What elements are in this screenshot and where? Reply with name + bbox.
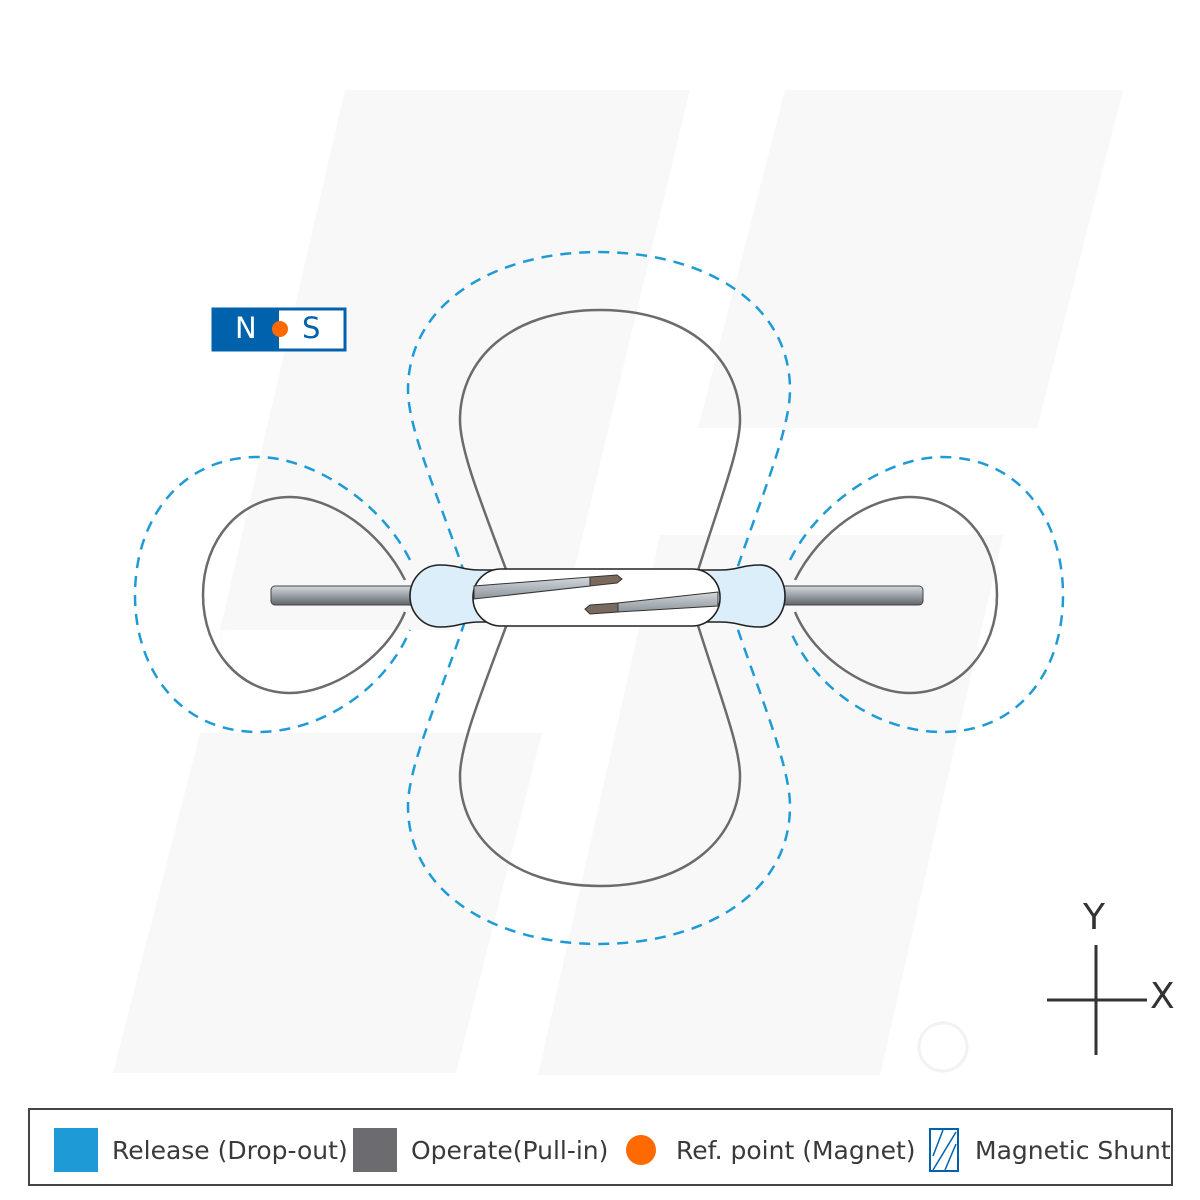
release-lobe-right xyxy=(788,455,1065,734)
legend-label: Release (Drop-out) xyxy=(112,1135,348,1165)
watermark-logo xyxy=(113,90,1123,1075)
ref-point-swatch xyxy=(626,1135,656,1165)
reed-switch xyxy=(270,564,924,628)
magnet-south-label: S xyxy=(302,311,321,345)
legend-label: Operate(Pull-in) xyxy=(411,1135,609,1165)
release-lobe-left xyxy=(133,455,412,734)
operate-lobe-right xyxy=(793,495,999,695)
x-axis-label: X xyxy=(1150,976,1175,1017)
legend-label: Ref. point (Magnet) xyxy=(676,1135,916,1165)
lead-right xyxy=(779,585,924,606)
operate-swatch xyxy=(353,1128,397,1172)
magnet-north-label: N xyxy=(235,311,257,345)
lead-left xyxy=(270,585,417,606)
operate-lobe-left xyxy=(201,495,407,695)
legend-item-release: Release (Drop-out) xyxy=(54,1128,348,1172)
y-axis-label: Y xyxy=(1083,897,1105,938)
legend-item-ref-point: Ref. point (Magnet) xyxy=(626,1128,916,1172)
contact-tip-left xyxy=(589,574,623,587)
release-zone xyxy=(133,250,1065,946)
contact-tip-right xyxy=(584,602,619,615)
magnet xyxy=(211,307,347,352)
legend-item-shunt: Magnetic Shunt xyxy=(929,1128,1171,1172)
legend: Release (Drop-out) Operate(Pull-in) Ref.… xyxy=(28,1108,1173,1186)
operate-zone xyxy=(201,308,999,888)
ref-point-dot xyxy=(272,321,288,337)
legend-item-operate: Operate(Pull-in) xyxy=(353,1128,608,1172)
operate-lobe-bottom xyxy=(458,615,742,888)
release-lobe-top xyxy=(406,250,792,576)
legend-label: Magnetic Shunt xyxy=(975,1135,1171,1165)
shunt-hatch-icon xyxy=(929,1128,959,1172)
release-swatch xyxy=(54,1128,98,1172)
release-lobe-bottom xyxy=(406,620,792,946)
operate-lobe-top xyxy=(458,308,742,581)
axis-cross xyxy=(1047,945,1147,1055)
